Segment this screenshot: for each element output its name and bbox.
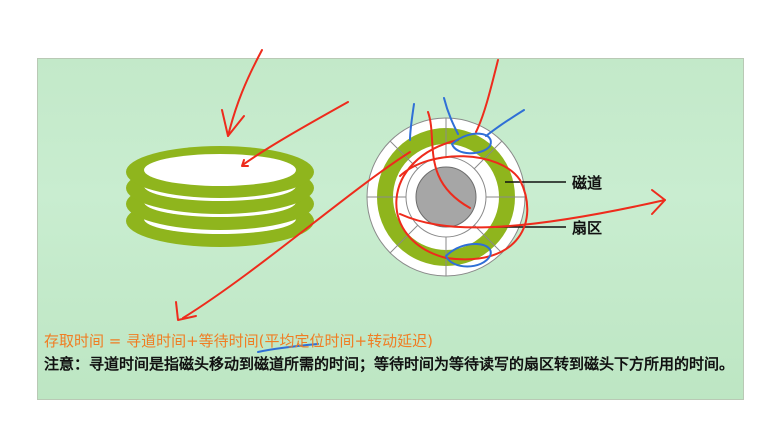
track-label: 磁道 bbox=[572, 174, 602, 192]
spindle-hub bbox=[415, 166, 477, 228]
platter-stack bbox=[126, 146, 314, 247]
red-ink-annotations bbox=[175, 49, 666, 321]
sector-label: 扇区 bbox=[572, 219, 602, 237]
blue-ink-annotations bbox=[257, 97, 525, 353]
seek-time-note: 注意：寻道时间是指磁头移动到磁道所需的时间；等待时间为等待读写的扇区转到磁头下方… bbox=[44, 355, 735, 373]
access-time-formula: 存取时间 = 寻道时间+等待时间(平均定位时间+转动延迟) bbox=[44, 332, 433, 350]
